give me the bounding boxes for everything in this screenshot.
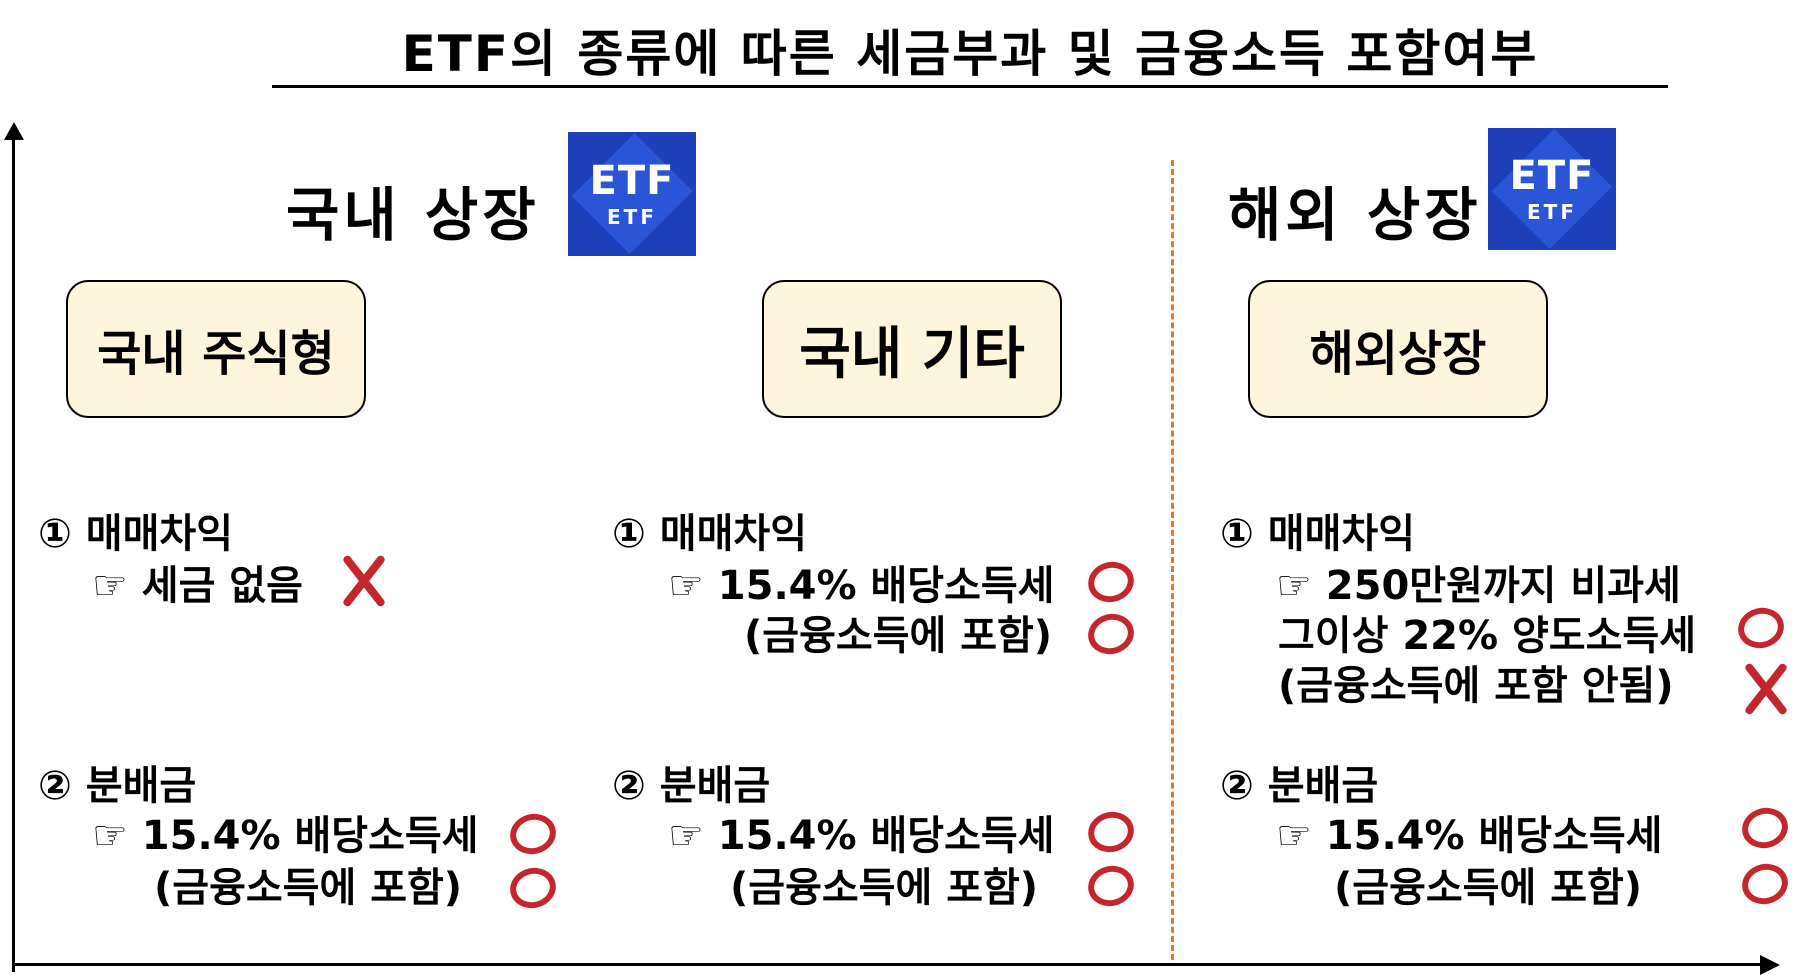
item-detail-line: (금융소득에 포함) (730, 865, 1039, 911)
etf-logo-subtext: ETF (1527, 200, 1577, 224)
yes-circle-mark-icon (1733, 603, 1789, 653)
item-detail-line: ☞ 세금 없음 (92, 563, 303, 609)
yes-circle-mark-icon (505, 809, 561, 859)
page-title: ETF의 종류에 따른 세금부과 및 금융소득 포함여부 (401, 25, 1539, 83)
title-underline (272, 85, 1668, 88)
item-detail-line: ☞ 15.4% 배당소득세 (668, 813, 1055, 859)
yes-circle-mark-icon (1737, 803, 1793, 853)
item-detail-line: ☞ 15.4% 배당소득세 (92, 813, 479, 859)
category-domestic-equity: 국내 주식형 (66, 280, 366, 418)
item-capital-gains-heading: ① 매매차익 (1220, 511, 1415, 557)
no-x-mark-icon (338, 552, 390, 610)
item-detail-line: ☞ 250만원까지 비과세 (1276, 563, 1681, 609)
item-distribution-heading: ② 분배금 (1220, 763, 1379, 809)
yes-circle-mark-icon (1083, 557, 1139, 607)
item-distribution-heading: ② 분배금 (38, 763, 197, 809)
item-detail-line: (금융소득에 포함 안됨) (1278, 663, 1674, 709)
section-title-overseas: 해외 상장 (1228, 181, 1482, 249)
yes-circle-mark-icon (1083, 609, 1139, 659)
item-detail-line: (금융소득에 포함) (154, 865, 463, 911)
etf-logo-subtext: ETF (607, 205, 657, 229)
yes-circle-mark-icon (1083, 861, 1139, 911)
item-detail-line: ☞ 15.4% 배당소득세 (668, 563, 1055, 609)
item-detail-line: (금융소득에 포함) (744, 613, 1053, 659)
section-title-domestic: 국내 상장 (286, 181, 540, 249)
no-x-mark-icon (1740, 660, 1792, 718)
yes-circle-mark-icon (505, 863, 561, 913)
item-capital-gains-heading: ① 매매차익 (612, 511, 807, 557)
item-capital-gains-heading: ① 매매차익 (38, 511, 233, 557)
yes-circle-mark-icon (1083, 807, 1139, 857)
horizontal-axis (12, 963, 1764, 966)
item-detail-line: ☞ 15.4% 배당소득세 (1276, 813, 1663, 859)
yes-circle-mark-icon (1737, 859, 1793, 909)
horizontal-axis-arrow-icon (1760, 955, 1780, 975)
section-divider (1171, 160, 1174, 960)
item-distribution-heading: ② 분배금 (612, 763, 771, 809)
item-detail-line: 그이상 22% 양도소득세 (1278, 613, 1696, 659)
vertical-axis-arrow-icon (4, 122, 24, 140)
category-overseas-listed: 해외상장 (1248, 280, 1548, 418)
category-domestic-other: 국내 기타 (762, 280, 1062, 418)
item-detail-line: (금융소득에 포함) (1334, 865, 1643, 911)
etf-logo-text: ETF (589, 158, 675, 204)
etf-logo-domestic: ETF ETF (568, 132, 696, 256)
vertical-axis (12, 130, 15, 972)
etf-logo-text: ETF (1509, 153, 1595, 199)
etf-logo-overseas: ETF ETF (1488, 128, 1616, 250)
